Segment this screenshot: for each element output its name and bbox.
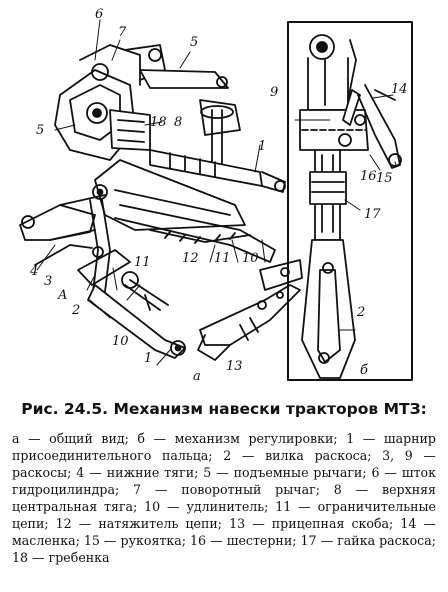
callout-16: 16 [360,169,377,184]
callout-14: 14 [391,82,408,97]
callout-5-left: 5 [36,123,44,138]
callout-1-top: 1 [258,139,266,154]
callout-2-left: 2 [71,303,80,318]
callout-6: 6 [95,7,103,22]
callout-10-mid: 10 [242,251,259,266]
callout-9: 9 [270,85,278,100]
callout-11-left: 11 [134,255,151,270]
figure-legend: а — общий вид; б — механизм регулировки;… [12,431,436,565]
callout-8: 8 [174,115,182,130]
callout-17: 17 [364,207,381,222]
callout-labels: 6 7 5 9 14 18 8 5 1 16 15 17 4 3 A 2 11 … [29,7,408,384]
callout-18: 18 [150,115,167,130]
callout-13: 13 [226,359,243,374]
adjustment-drawing-b [287,21,413,381]
callout-7: 7 [118,25,127,40]
callout-12: 12 [182,251,199,266]
callout-10-bottom: 10 [112,334,129,349]
callout-11-mid: 11 [214,251,231,266]
callout-A: A [57,288,67,303]
callout-4: 4 [29,264,38,279]
hitch-mechanism-drawing: 6 7 5 9 14 18 8 5 1 16 15 17 4 3 A 2 11 … [19,7,413,384]
callout-15: 15 [376,171,393,186]
callout-2-right: 2 [356,305,365,320]
callout-5-top: 5 [190,35,198,50]
overview-drawing-a [19,19,303,366]
subpanel-label-b: б [360,363,368,378]
figure-caption: Рис. 24.5. Механизм навески тракторов МТ… [21,400,427,418]
callout-3: 3 [44,274,52,289]
callout-1-bottom: 1 [144,351,152,366]
subpanel-label-a: а [193,369,201,384]
